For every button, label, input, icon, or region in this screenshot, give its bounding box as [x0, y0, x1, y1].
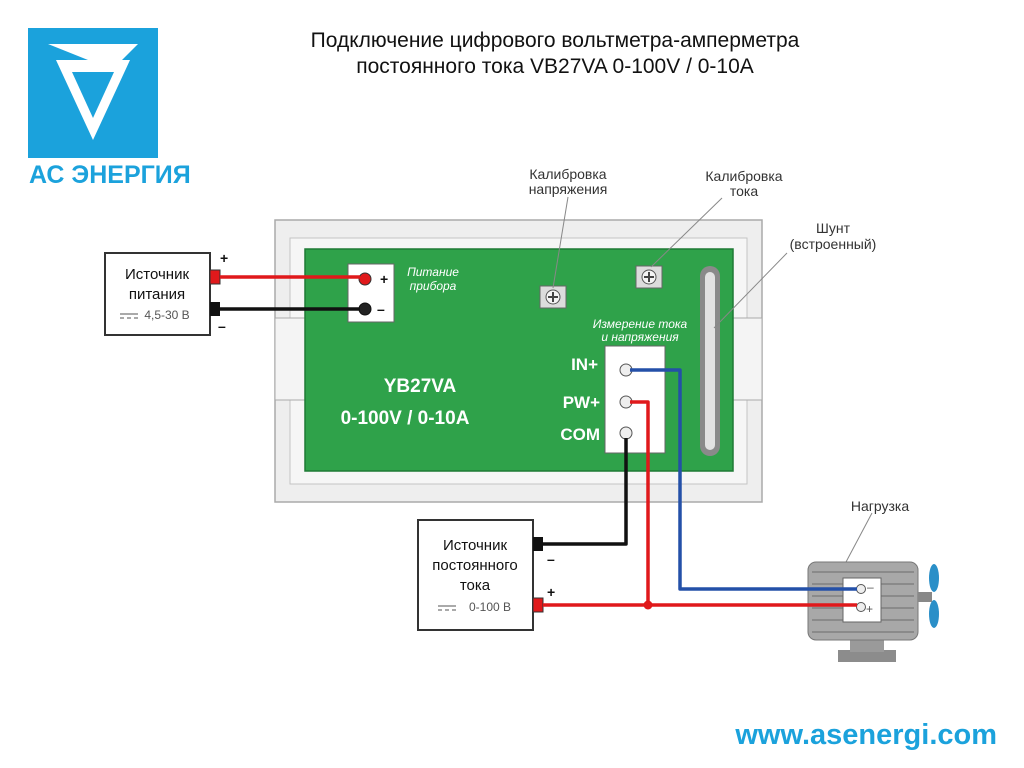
dc-source-box — [417, 519, 534, 631]
meter-power-terminal-block: + – — [347, 263, 395, 323]
shunt-inner — [705, 272, 715, 450]
meter-clip-left — [274, 317, 306, 401]
wire-junction — [643, 600, 653, 610]
power-label-1: Питание — [407, 265, 459, 279]
pot-slot-icon — [644, 272, 654, 282]
dc-label-2: постоянного — [432, 557, 518, 574]
callout-line-voltage-cal — [552, 196, 569, 289]
callout-line-load — [845, 512, 873, 563]
load-plus-sign: + — [866, 602, 873, 616]
dc-minus-sign: – — [547, 551, 555, 567]
measure-terminal-housing — [604, 345, 666, 454]
dc-source: Источник постоянного тока 0-100 В – + — [417, 519, 555, 631]
wire-com-to-source-negative — [543, 438, 628, 546]
power-terminal-housing — [347, 263, 395, 323]
callout-line-shunt — [713, 252, 788, 329]
power-supply-box — [104, 252, 211, 336]
meter-range: 0-100V / 0-10A — [341, 408, 470, 429]
terminal-label-in: IN+ — [571, 355, 598, 374]
power-plus-terminal — [358, 272, 372, 286]
psu-minus-terminal — [210, 302, 220, 316]
load-motor-icon: – + — [807, 561, 939, 662]
voltage-calibration-pot — [539, 285, 567, 309]
brand-logo: АС ЭНЕРГИЯ — [28, 28, 191, 189]
meter-measure-terminal-block: IN+ PW+ COM — [560, 345, 666, 454]
fan-blade-top — [929, 564, 939, 592]
built-in-shunt — [700, 266, 720, 456]
psu-rating: 4,5-30 В — [144, 308, 189, 322]
load-label: Нагрузка — [851, 498, 909, 514]
wire-pw-plus-to-source — [543, 400, 650, 607]
measure-label-2: и напряжения — [601, 330, 679, 344]
dc-label-1: Источник — [443, 537, 507, 554]
pot-slot-icon — [548, 292, 558, 302]
psu-plus-sign: + — [220, 250, 228, 266]
dc-plus-terminal — [532, 597, 544, 613]
callout-line-current-cal — [650, 197, 723, 268]
motor-base — [838, 650, 896, 662]
dc-symbol-icon — [120, 313, 138, 319]
website-url[interactable]: www.asenergi.com — [734, 719, 997, 751]
dc-rating: 0-100 В — [469, 600, 511, 614]
power-label-2: прибора — [410, 279, 457, 293]
logo-triangle-inner — [72, 72, 114, 118]
fan-blade-bottom — [929, 600, 939, 628]
measure-label-1: Измерение тока — [593, 317, 688, 331]
psu-plus-terminal — [209, 269, 221, 285]
dc-minus-terminal — [533, 537, 543, 551]
psu-minus-sign: – — [218, 318, 226, 334]
current-cal-label-1: Калибровка — [705, 168, 782, 184]
power-minus-terminal — [358, 302, 372, 316]
current-cal-label-2: тока — [730, 183, 758, 199]
wires — [220, 275, 857, 610]
dc-symbol-icon — [438, 605, 456, 611]
motor-shaft — [918, 592, 932, 602]
meter-model: YB27VA — [384, 376, 457, 397]
title-line-2: постоянного тока VB27VA 0-100V / 0-10A — [356, 55, 754, 78]
voltage-cal-label-2: напряжения — [529, 181, 608, 197]
dc-plus-sign: + — [547, 584, 555, 600]
terminal-label-com: COM — [560, 425, 600, 444]
title-line-1: Подключение цифрового вольтметра-амперме… — [311, 29, 800, 52]
psu-label-2: питания — [129, 286, 185, 303]
dc-label-3: тока — [460, 577, 491, 594]
psu-label-1: Источник — [125, 266, 189, 283]
power-plus-sign: + — [380, 271, 388, 287]
load-minus-sign: – — [867, 580, 874, 594]
power-minus-sign: – — [377, 301, 385, 317]
shunt-label-1: Шунт — [816, 220, 851, 236]
terminal-label-pw: PW+ — [563, 393, 600, 412]
logo-top-bar — [48, 44, 138, 62]
shunt-label-2: (встроенный) — [790, 236, 877, 252]
current-calibration-pot — [635, 265, 663, 289]
brand-name: АС ЭНЕРГИЯ — [29, 161, 191, 189]
meter-housing — [274, 219, 763, 503]
com-terminal — [619, 426, 633, 440]
wire-in-plus-to-load — [630, 368, 857, 591]
voltage-cal-label-1: Калибровка — [529, 166, 606, 182]
motor-plus-terminal — [856, 602, 866, 612]
power-supply: Источник питания 4,5-30 В + – — [104, 250, 228, 336]
meter-clip-right — [732, 317, 763, 401]
motor-minus-terminal — [856, 584, 866, 594]
